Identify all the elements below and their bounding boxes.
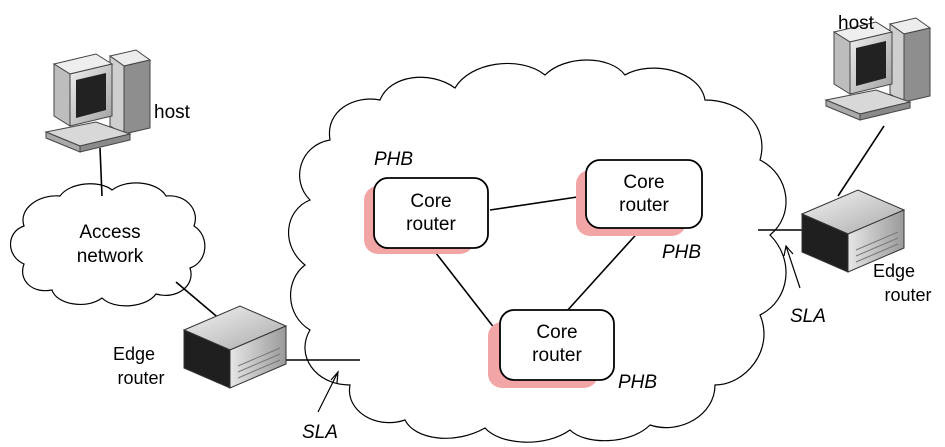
core-router-label: router <box>532 345 582 366</box>
link-edge-right-to-host-right <box>837 125 885 197</box>
core-router-1: Core router <box>364 177 489 254</box>
diffserv-domain-cloud <box>288 59 787 443</box>
arrow-icon <box>317 370 339 413</box>
link-host-left-to-access <box>99 147 103 197</box>
core-router-label: Core <box>536 322 577 343</box>
core-router-box <box>585 159 703 229</box>
computer-icon <box>824 17 932 121</box>
core-router-label: router <box>619 195 669 216</box>
computer-icon <box>44 49 152 153</box>
router-icon <box>182 305 288 389</box>
host-label-right: host <box>838 13 875 34</box>
core-router-label: Core <box>410 191 451 212</box>
sla-label-left: SLA <box>302 422 338 443</box>
access-network-cloud <box>9 182 206 307</box>
core-router-3: Core router <box>488 309 615 388</box>
core-router-label: Core <box>623 172 664 193</box>
core-router-label: router <box>406 214 456 235</box>
edge-router-label-left: Edge <box>113 344 155 364</box>
link-core2-core3 <box>565 227 643 313</box>
access-network-label: network <box>77 246 144 267</box>
edge-router-label-left: router <box>117 368 164 388</box>
edge-router-label-right: Edge <box>873 261 915 281</box>
arrow-icon <box>783 244 801 289</box>
router-icon <box>800 189 906 273</box>
edge-router-label-right: router <box>884 285 931 305</box>
phb-label: PHB <box>374 149 413 170</box>
core-router-box <box>373 177 489 249</box>
access-network-label: Access <box>79 222 140 243</box>
core-router-2: Core router <box>576 159 703 236</box>
link-core1-core2 <box>489 195 585 211</box>
core-router-box <box>499 309 615 381</box>
link-core1-core3 <box>431 247 503 339</box>
sla-label-right: SLA <box>790 306 826 327</box>
host-label-left: host <box>154 102 191 123</box>
phb-label: PHB <box>662 242 701 263</box>
phb-label: PHB <box>618 372 657 393</box>
